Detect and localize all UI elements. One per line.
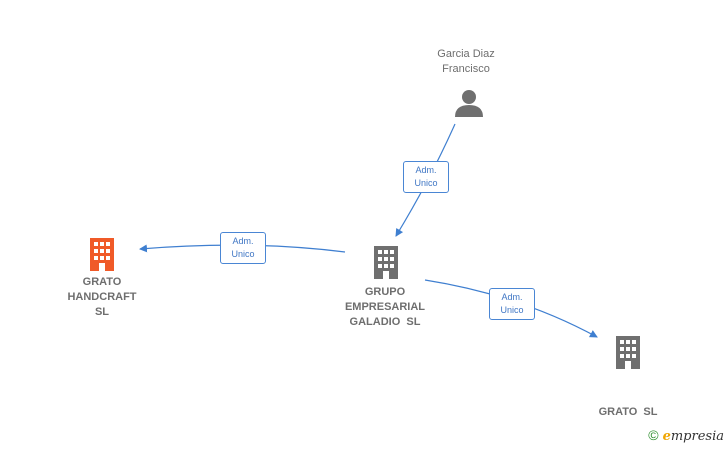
person-name[interactable]: Garcia Diaz Francisco xyxy=(416,47,516,77)
handcraft-label[interactable]: GRATO HANDCRAFT SL xyxy=(50,275,154,320)
brand-logo-text: mpresia xyxy=(670,429,724,444)
building-icon[interactable] xyxy=(372,245,400,279)
badge-line2: Unico xyxy=(500,305,524,315)
building-icon[interactable] xyxy=(614,335,642,369)
person-icon[interactable] xyxy=(454,88,484,118)
person-name-line2: Francisco xyxy=(442,63,490,75)
edge-badge-grupo-grato[interactable]: Adm. Unico xyxy=(489,288,535,320)
brand-logo: empresia xyxy=(663,429,724,444)
grato-label-line1: GRATO SL xyxy=(598,406,658,418)
grupo-label-line2: EMPRESARIAL xyxy=(344,301,426,313)
badge-line1: Adm. xyxy=(415,165,437,175)
person-name-line1: Garcia Diaz xyxy=(437,48,495,60)
handcraft-label-line2: HANDCRAFT xyxy=(67,291,137,303)
grupo-label-line3: GALADIO SL xyxy=(349,316,421,328)
copyright-icon: © xyxy=(648,427,659,443)
badge-line1: Adm. xyxy=(501,292,523,302)
edge-badge-grupo-handcraft[interactable]: Adm. Unico xyxy=(220,232,266,264)
empresia-watermark: ©empresia xyxy=(648,427,724,444)
badge-line2: Unico xyxy=(231,249,255,259)
handcraft-label-line3: SL xyxy=(94,306,110,318)
grato-label[interactable]: GRATO SL xyxy=(578,375,678,435)
badge-line1: Adm. xyxy=(232,236,254,246)
handcraft-label-line1: GRATO xyxy=(82,276,122,288)
grupo-label[interactable]: GRUPO EMPRESARIAL GALADIO SL xyxy=(325,285,445,330)
brand-logo-e: e xyxy=(662,429,671,444)
edge-badge-person-grupo[interactable]: Adm. Unico xyxy=(403,161,449,193)
grupo-label-line1: GRUPO xyxy=(364,286,406,298)
building-icon-highlight[interactable] xyxy=(88,237,116,271)
badge-line2: Unico xyxy=(414,178,438,188)
